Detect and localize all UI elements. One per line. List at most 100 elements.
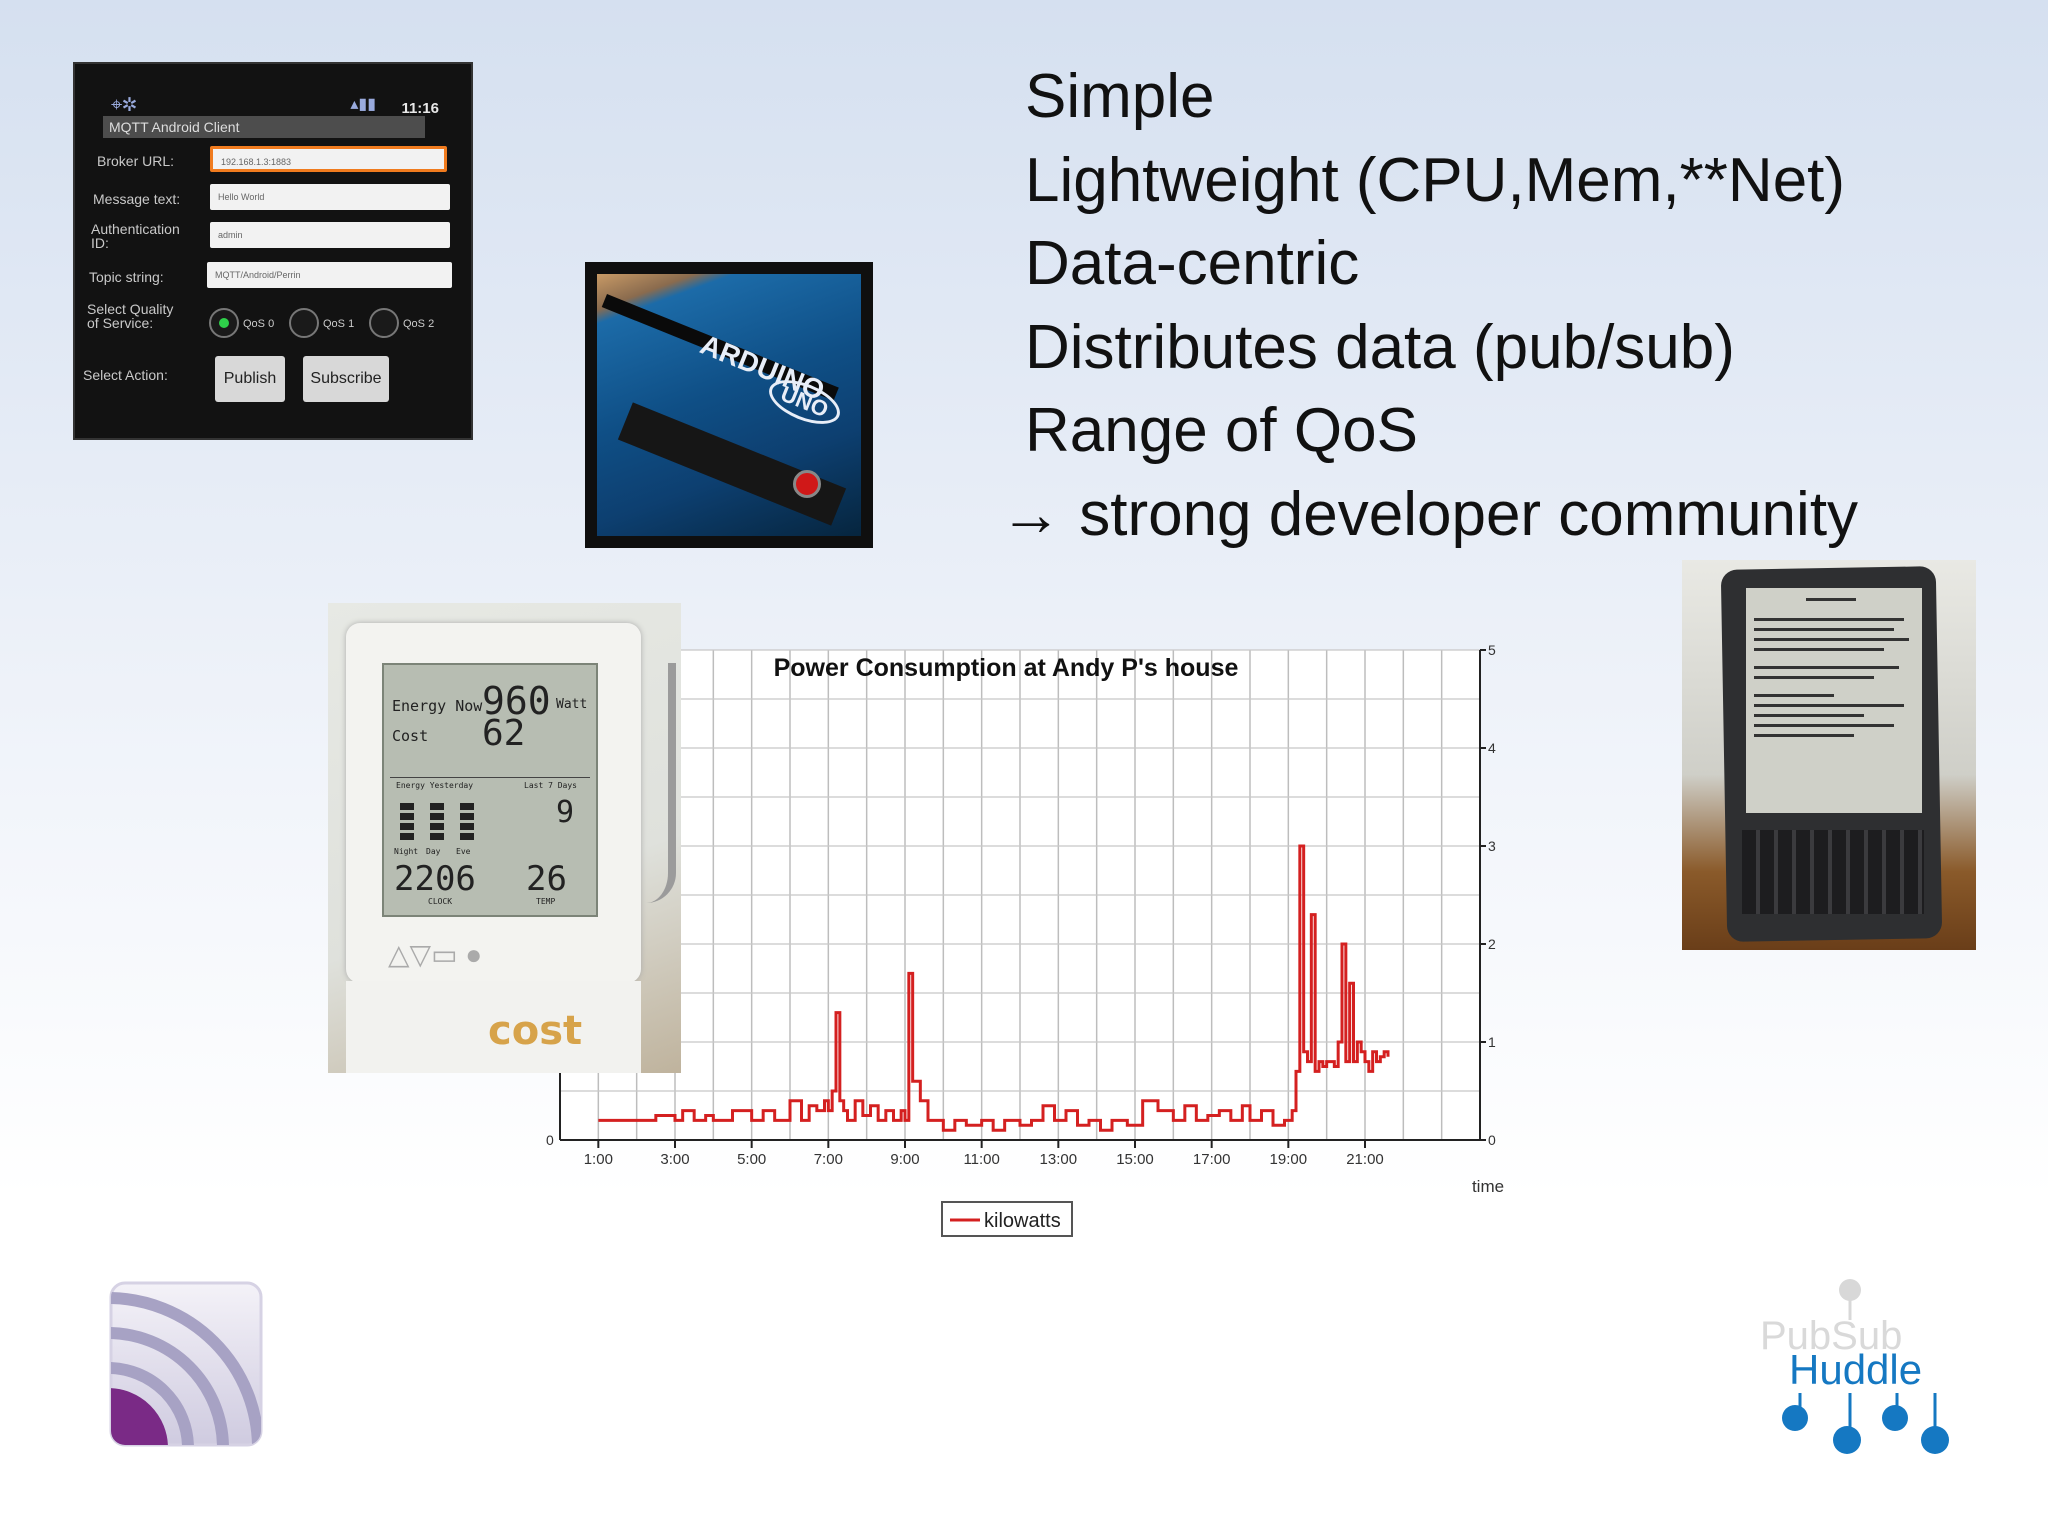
signal-icon: ▴▮▮ [350,96,376,113]
text-line [1754,666,1899,669]
qos1-label: QoS 1 [323,318,355,330]
feature-list: Simple Lightweight (CPU,Mem,**Net) Data-… [1000,55,1858,556]
text-line [1754,694,1834,697]
x-tick-label: 5:00 [737,1151,766,1168]
x-tick-label: 3:00 [660,1151,689,1168]
meter-cable [628,663,676,903]
days-label: Last 7 Days [524,781,577,790]
text-line [1806,598,1856,601]
text-line [1754,628,1894,631]
y-tick-label: 0 [1488,1132,1496,1148]
bullet-item: Distributes data (pub/sub) [1025,312,1735,382]
clock-label: CLOCK [428,897,453,906]
clock: 11:16 [401,100,439,117]
action-label: Select Action: [83,367,168,383]
meter-base [346,981,641,1073]
qos1-radio[interactable] [289,308,319,338]
x-tick-label: 15:00 [1116,1151,1154,1168]
bullet-item: Range of QoS [1025,396,1418,465]
kindle-screen [1746,588,1922,813]
subscribe-button[interactable]: Subscribe [303,356,389,402]
logo-text-pubsub: PubSub [1760,1314,1903,1358]
x-tick-label: 9:00 [890,1151,919,1168]
broker-url-input[interactable]: 192.168.1.3:1883 [210,146,447,172]
cost-value: 62 [482,713,526,754]
status-bar: ⌖✲ ▴▮▮ 11:16 [75,64,471,117]
x-tick-label: 1:00 [584,1151,613,1168]
huddle-pins-icon [1782,1279,1949,1454]
publish-button[interactable]: Publish [215,356,285,402]
topic-string-input[interactable]: MQTT/Android/Perrin [207,262,452,288]
chart-legend: kilowatts [941,1201,1073,1237]
x-axis-label: time [1472,1177,1504,1196]
qos0-label: QoS 0 [243,318,275,330]
qos-label-2: of Service: [87,315,154,331]
qos2-label: QoS 2 [403,318,435,330]
usb-icon: ⌖✲ [111,94,137,116]
series-line-kilowatts [598,844,1390,1132]
x-tick-label: 7:00 [814,1151,843,1168]
y-tick-label: 2 [1488,936,1496,952]
clock-value: 2206 [394,859,476,899]
x-tick-label: 17:00 [1193,1151,1231,1168]
logo-text-huddle: Huddle [1789,1346,1923,1393]
x-tick-label: 13:00 [1040,1151,1078,1168]
text-line [1754,618,1904,621]
text-line [1754,676,1874,679]
auth-id-input[interactable]: admin [210,222,450,248]
reset-button-image [793,470,821,498]
broker-label: Broker URL: [97,153,175,169]
energy-now-value: 960 [482,679,551,723]
text-line [1754,734,1854,737]
bar-label-eve: Eve [456,847,471,856]
bullet-item-conclusion: → strong developer community [1000,479,1859,549]
y-tick-label: 3 [1488,838,1496,854]
qos2-radio[interactable] [369,308,399,338]
arduino-board: ARDUINO UNO [597,274,861,536]
text-line [1754,648,1884,651]
bar-label-night: Night [394,847,419,856]
legend-label: kilowatts [984,1210,1061,1232]
topic-label: Topic string: [89,269,164,285]
x-tick-labels: 1:00 3:00 5:00 7:00 9:00 11:00 13:00 15:00 17:00… [584,1151,1384,1168]
message-text-input[interactable]: Hello World [210,184,450,210]
meter-buttons-icon: △▽▭ ● [388,939,483,970]
qos0-radio[interactable] [209,308,239,338]
days-value: 9 [556,795,575,830]
text-line [1754,704,1904,707]
history-label: Energy Yesterday [396,781,474,790]
meter-brand: cost [488,1008,583,1054]
energy-unit: Watt [556,697,588,712]
power-consumption-chart: Power Consumption at Andy P's house 1:00… [546,642,1504,1237]
temp-label: TEMP [536,897,556,906]
x-tick-label: 21:00 [1346,1151,1384,1168]
energy-now-label: Energy Now [392,697,483,715]
x-tick-label: 19:00 [1270,1151,1308,1168]
x-tick-label: 11:00 [963,1151,999,1168]
qos-label: Select Quality [87,301,174,317]
app-title: MQTT Android Client [103,116,425,138]
arduino-photo: ARDUINO UNO [585,262,873,548]
bullet-item: Data-centric [1025,229,1360,298]
company-logo-icon [109,1281,263,1447]
bar-label-day: Day [426,847,441,856]
lcd-divider [390,777,590,778]
y-tick-label: 5 [1488,642,1496,658]
history-bar-day [430,803,444,843]
meter-display: Energy Now 960 Watt Cost 62 Energy Yeste… [382,663,598,917]
text-line [1754,724,1894,727]
bullet-item: Lightweight (CPU,Mem,**Net) [1025,145,1846,215]
chart-title: Power Consumption at Andy P's house [774,654,1239,682]
text-line [1754,638,1909,641]
text-line [1754,714,1864,717]
auth-label-id: ID: [91,235,109,251]
auth-label: Authentication [91,221,180,237]
bullet-item: Simple [1025,62,1215,131]
temp-value: 26 [526,859,567,899]
pubsub-huddle-logo: PubSub Huddle [1755,1278,1955,1458]
chart-grid [559,649,1481,1141]
mqtt-android-client-screenshot: ⌖✲ ▴▮▮ 11:16 MQTT Android Client Broker … [73,62,473,440]
energy-meter-photo: Energy Now 960 Watt Cost 62 Energy Yeste… [328,603,681,1073]
message-label: Message text: [93,191,181,207]
